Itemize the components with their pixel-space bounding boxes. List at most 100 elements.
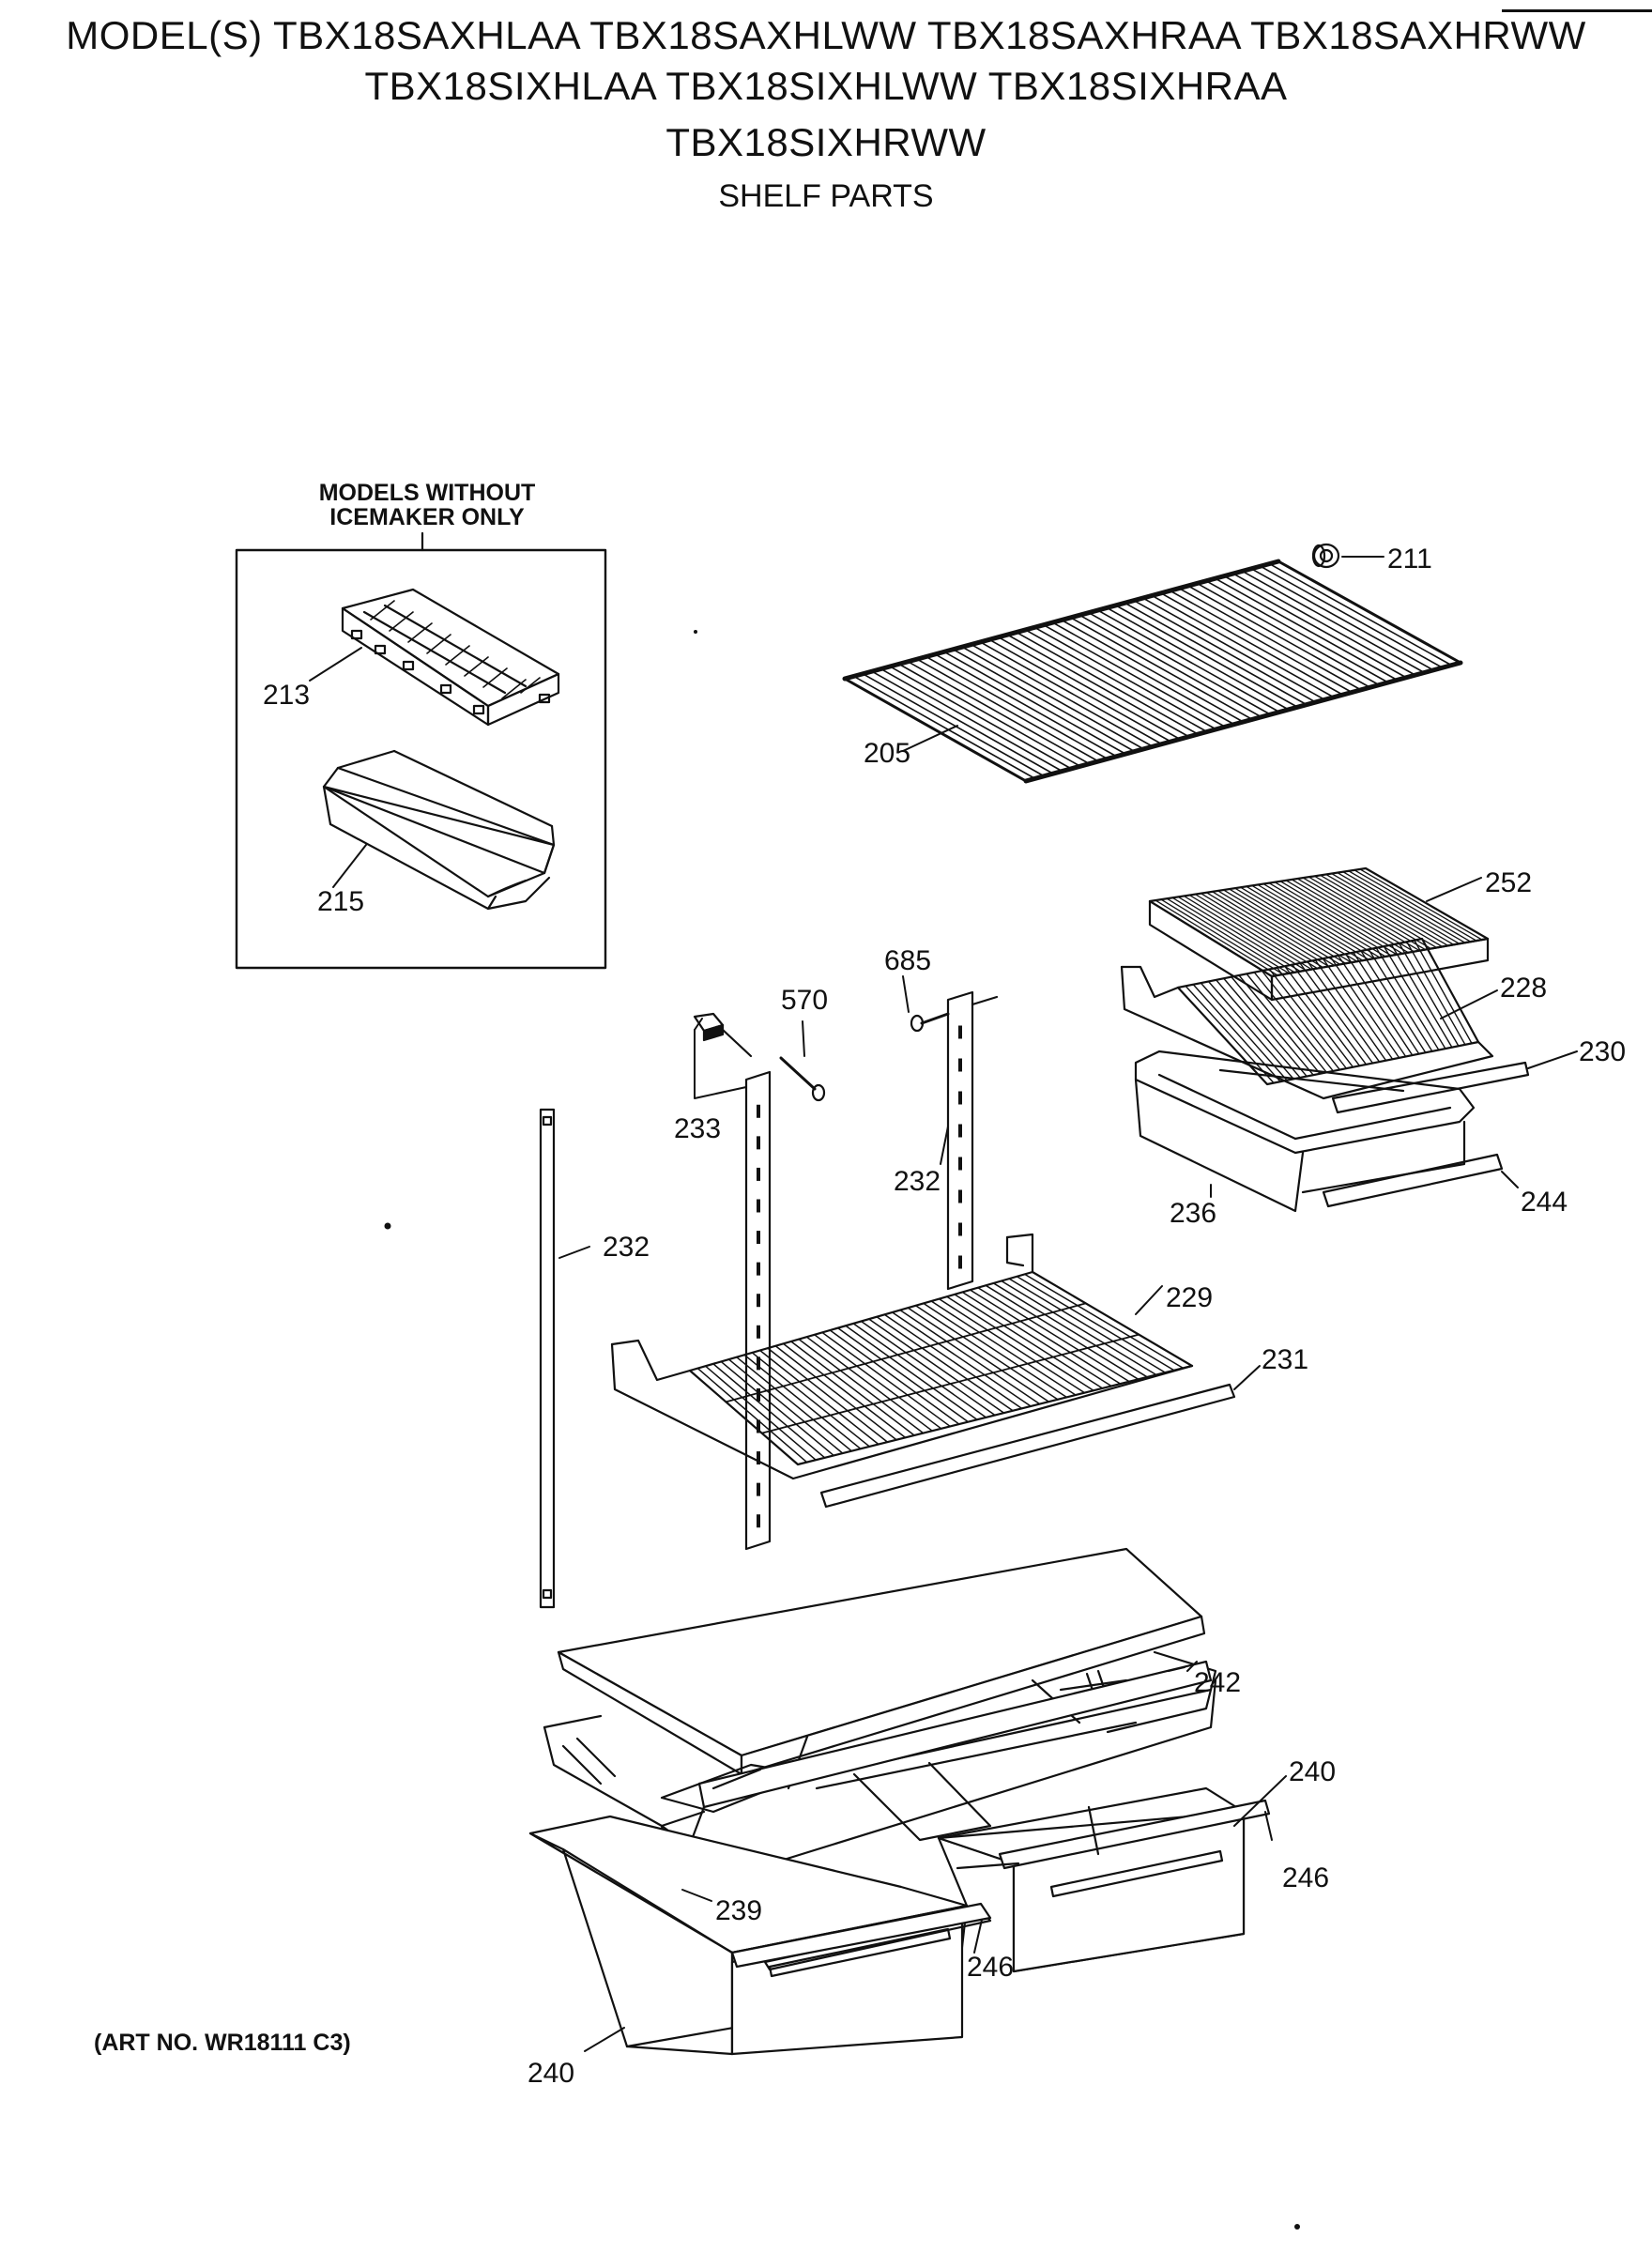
shelf-wire xyxy=(1231,975,1314,1076)
shelf-wire xyxy=(1268,562,1453,667)
ice-bucket-part xyxy=(322,749,556,911)
shelf-wire xyxy=(1207,980,1294,1081)
callout-229: 229 xyxy=(1166,1282,1213,1313)
shelf-wire xyxy=(1375,947,1440,1051)
shelf-wire xyxy=(907,660,1091,765)
shelf-wire xyxy=(1319,874,1444,948)
shelf-wire xyxy=(985,1284,1140,1381)
shelf-wire xyxy=(1268,968,1348,1069)
ladder-slot xyxy=(757,1387,760,1402)
inset-box xyxy=(235,531,607,970)
shelf-wire xyxy=(1238,974,1321,1075)
shelf-wire xyxy=(1183,895,1307,972)
shelf-wire xyxy=(1398,943,1460,1047)
shelf-wire xyxy=(1215,979,1301,1079)
callout-230: 230 xyxy=(1579,1036,1626,1067)
shelf-wire xyxy=(961,1291,1112,1387)
ladder-slot xyxy=(757,1451,760,1465)
shelf-wire xyxy=(1337,955,1407,1058)
shelf-wire xyxy=(1257,883,1381,958)
shelf-wire xyxy=(1078,614,1262,718)
shelf-wire xyxy=(760,1333,1140,1434)
shelf-wire xyxy=(782,1342,907,1439)
callout-215: 215 xyxy=(317,886,364,917)
top-wire-shelf-part xyxy=(842,559,1463,784)
ladder-slot xyxy=(757,1262,760,1276)
callout-232-rail: 232 xyxy=(603,1232,650,1263)
shelf-wire xyxy=(1214,577,1399,682)
ice-tray-part xyxy=(341,588,560,727)
shelf-wire xyxy=(1337,871,1461,944)
ladder-slot xyxy=(757,1482,760,1496)
left-rail-part xyxy=(539,1108,556,1609)
shelf-wire xyxy=(1229,888,1353,963)
shelf-wire xyxy=(946,1295,1094,1391)
shelf-wire xyxy=(1088,611,1272,715)
callout-246-right: 246 xyxy=(1282,1862,1329,1893)
callout-242: 242 xyxy=(1194,1667,1241,1698)
shelf-wire xyxy=(1024,629,1208,733)
ladder-slot xyxy=(958,1091,962,1105)
shelf-wire xyxy=(751,1352,871,1448)
ladder-slot xyxy=(757,1167,760,1181)
shelf-wire xyxy=(1061,619,1245,723)
shelf-wire xyxy=(1313,875,1438,949)
shelf-wire xyxy=(1171,897,1295,973)
shelf-wire xyxy=(1359,868,1483,941)
shelf-wire xyxy=(1383,945,1446,1050)
shelf-wire xyxy=(1177,896,1301,973)
shelf-wire xyxy=(1342,871,1466,943)
shelf-wire xyxy=(954,1294,1104,1389)
shelf-wire xyxy=(1223,889,1347,964)
ladder-slot xyxy=(757,1199,760,1213)
shelf-wire xyxy=(943,651,1126,755)
shelf-wire xyxy=(1259,565,1444,669)
shelf-wire xyxy=(805,1336,933,1432)
scan-specks xyxy=(384,630,1300,2230)
callout-236: 236 xyxy=(1170,1198,1216,1229)
ladder-slot xyxy=(757,1419,760,1433)
shelf-wire xyxy=(930,1300,1077,1396)
shelf-wire xyxy=(758,1349,880,1446)
shelf-wire xyxy=(889,666,1073,770)
shelf-wire xyxy=(1160,592,1344,696)
shelf-wire xyxy=(1354,869,1477,942)
shelf-wire xyxy=(1324,873,1449,947)
shelf-wire xyxy=(876,1315,1014,1412)
shelf-stop-part xyxy=(1311,543,1340,569)
shelf-wire xyxy=(1253,972,1335,1072)
shelf-wire xyxy=(1200,982,1288,1081)
shelf-wire xyxy=(871,670,1054,774)
shelf-wire xyxy=(1200,893,1324,969)
meat-pan-part xyxy=(1134,1050,1476,1213)
ladder-slot xyxy=(958,1025,962,1039)
shelf-wire xyxy=(1169,590,1354,694)
inset-caption: MODELS WITHOUT ICEMAKER ONLY xyxy=(268,481,587,529)
callout-211: 211 xyxy=(1387,544,1432,575)
callout-685: 685 xyxy=(884,945,931,976)
ladder-slot xyxy=(757,1231,760,1245)
shelf-wire xyxy=(1268,882,1392,957)
shelf-wire xyxy=(852,675,1036,780)
callout-labels: 211 213 205 215 252 685 570 228 230 233 … xyxy=(263,544,1626,2089)
shelf-wire xyxy=(1155,899,1278,976)
shelf-wire xyxy=(1302,877,1427,951)
shelf-wire xyxy=(1186,585,1371,689)
shelf-wire xyxy=(1284,965,1361,1067)
shelf-wire xyxy=(1308,876,1432,950)
shelf-wire xyxy=(1406,941,1466,1046)
shelf-ladder-left-part xyxy=(744,1070,772,1551)
crisper-cover-frame-part xyxy=(543,1547,1217,1884)
shelf-wire xyxy=(1246,885,1369,960)
leader-lines xyxy=(309,556,1578,2052)
shelf-wire xyxy=(923,1302,1068,1399)
shelf-wire xyxy=(1188,894,1313,971)
shelf-wire xyxy=(1414,939,1473,1045)
shelf-wire xyxy=(1114,605,1299,709)
shelf-wire xyxy=(1250,568,1434,671)
shelf-wire xyxy=(860,1320,996,1417)
ladder-slot xyxy=(757,1136,760,1150)
shelf-wire xyxy=(1390,943,1453,1049)
shelf-wire xyxy=(970,643,1154,748)
